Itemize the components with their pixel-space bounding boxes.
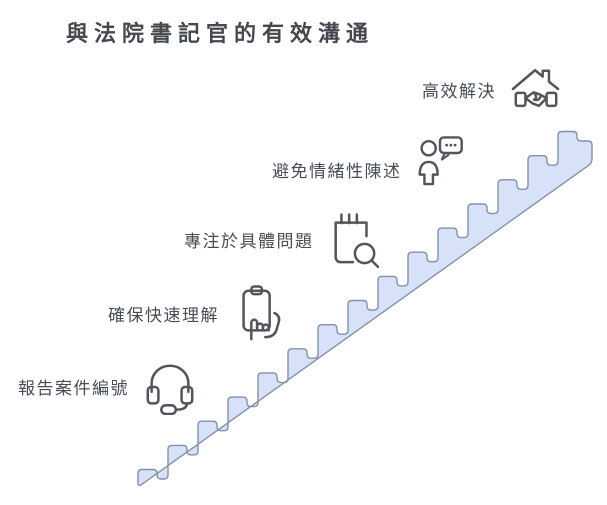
- page-title: 與法院書記官的有效溝通: [66, 21, 375, 46]
- step-label-report-case-number: 報告案件編號: [18, 378, 129, 398]
- staircase-path: [137, 130, 593, 487]
- step-row-2: 確保快速理解: [108, 284, 288, 342]
- step-label-focus-on-specific-issues: 專注於具體問題: [184, 231, 314, 251]
- step-label-avoid-emotional-statements: 避免情緒性陳述: [272, 161, 402, 181]
- house-handshake-icon: [509, 64, 563, 114]
- headset-icon: [142, 357, 198, 415]
- notepad-search-icon: [327, 210, 379, 268]
- person-chat-icon: [415, 136, 465, 202]
- step-label-ensure-quick-understanding: 確保快速理解: [108, 305, 219, 325]
- step-row-4: 避免情緒性陳述: [272, 136, 465, 202]
- clipboard-tap-icon: [232, 284, 288, 342]
- step-row-5: 高效解決: [422, 64, 563, 114]
- step-label-efficient-resolution: 高效解決: [422, 81, 496, 101]
- step-row-3: 專注於具體問題: [184, 210, 379, 268]
- step-row-1: 報告案件編號: [18, 357, 198, 415]
